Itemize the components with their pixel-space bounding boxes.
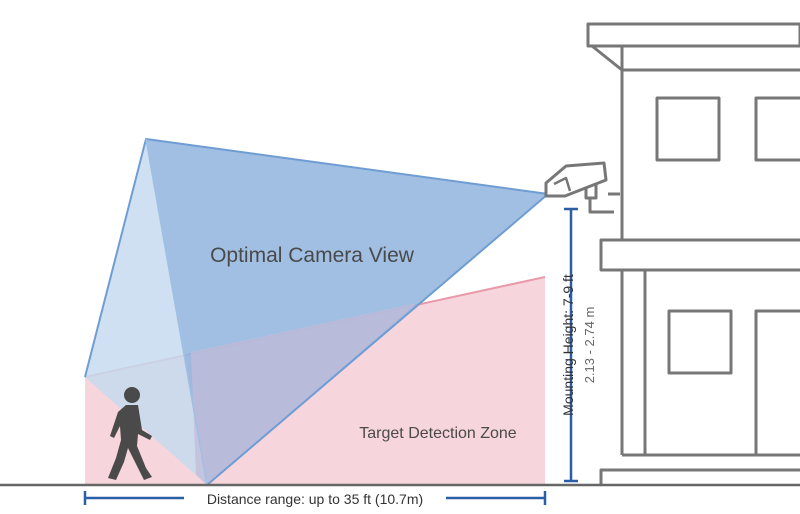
upper-window-right bbox=[754, 96, 800, 162]
distance-range-label: Distance range: up to 35 ft (10.7m) bbox=[207, 491, 423, 507]
camera-view-label: Optimal Camera View bbox=[210, 244, 415, 267]
lower-window bbox=[667, 309, 733, 375]
mounting-height-label: Mounting Height: 7-9 ft bbox=[560, 274, 576, 416]
distance-label-background bbox=[184, 488, 446, 509]
camera-view-inner-edge bbox=[145, 138, 208, 486]
door-frame bbox=[754, 309, 800, 455]
security-camera-icon bbox=[544, 161, 620, 214]
mounting-height-metric-label: 2.13 - 2.74 m bbox=[582, 307, 597, 384]
roof-overhang bbox=[586, 22, 800, 48]
upper-window-left bbox=[655, 96, 721, 162]
mounting-height-dimension bbox=[564, 207, 578, 483]
walking-person-icon bbox=[108, 387, 152, 480]
view-detection-overlap bbox=[191, 303, 417, 485]
floor-ledge bbox=[599, 238, 800, 272]
camera-view-edges bbox=[84, 138, 549, 486]
base-step bbox=[599, 468, 800, 485]
building bbox=[586, 22, 800, 485]
camera-view-light-face bbox=[85, 139, 207, 485]
detection-zone-label: Target Detection Zone bbox=[359, 425, 517, 442]
